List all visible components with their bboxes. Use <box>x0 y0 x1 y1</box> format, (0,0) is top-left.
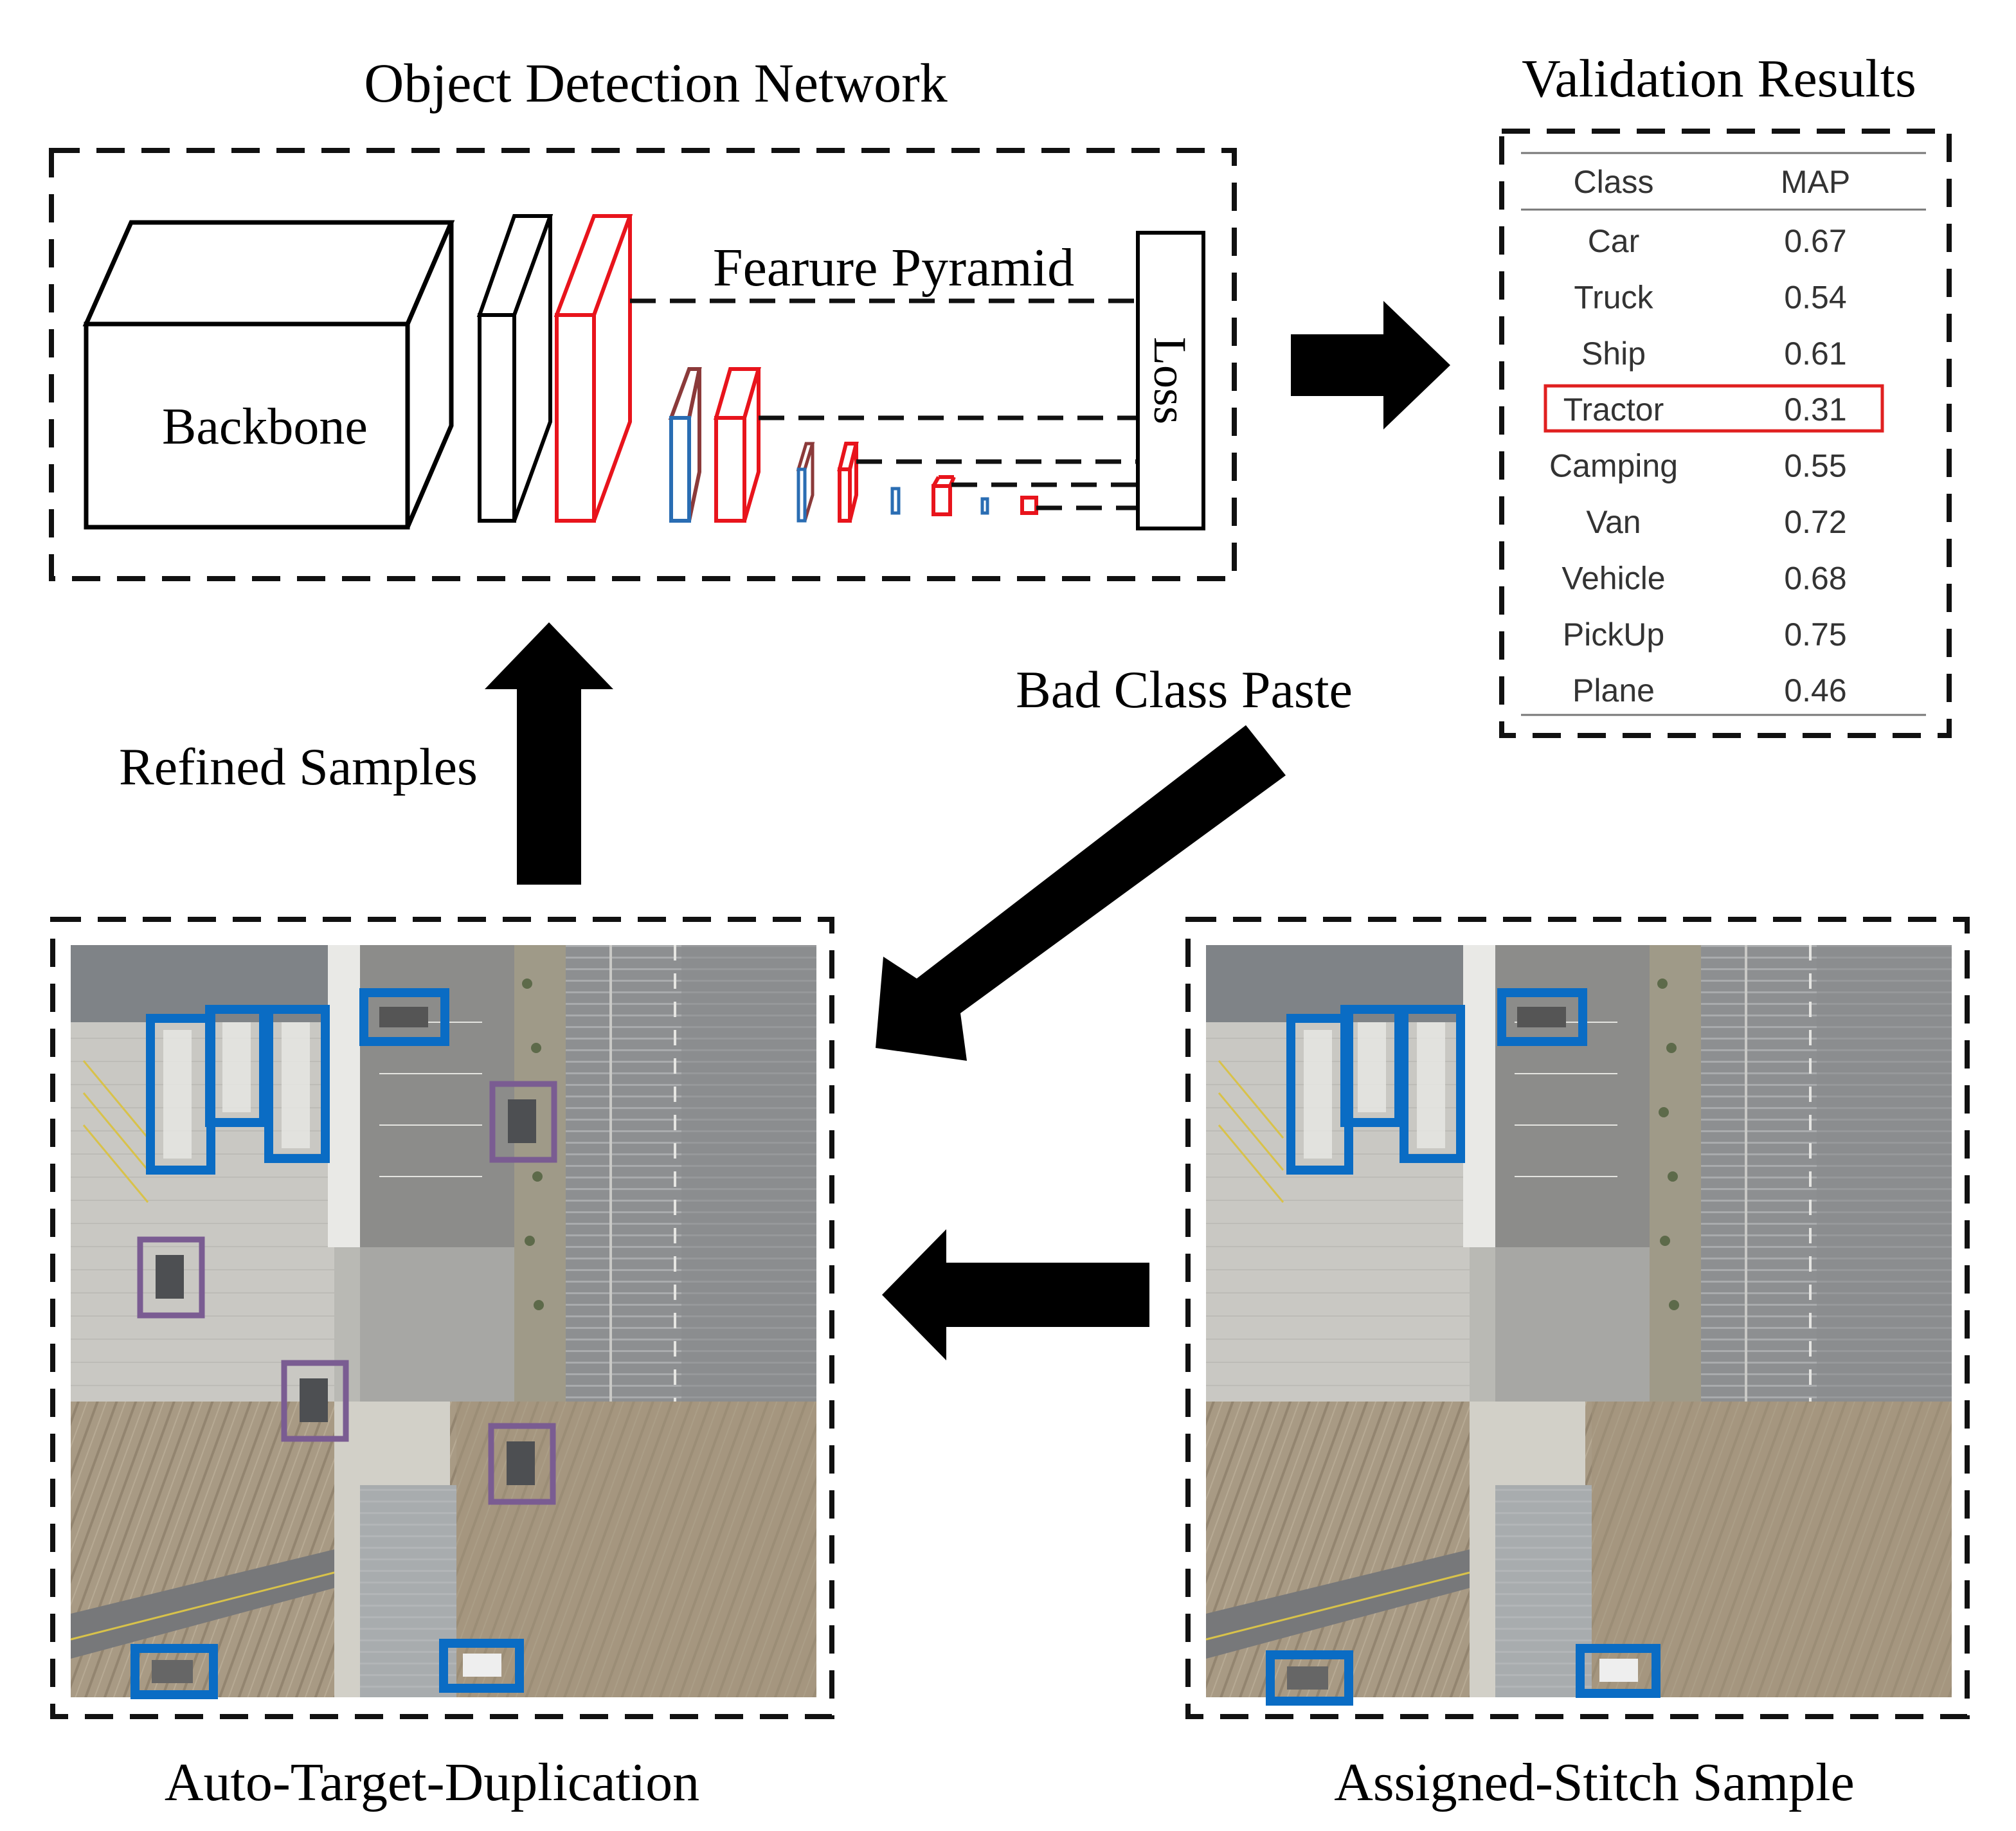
pyramid-layer-4 <box>932 475 956 516</box>
table-row: Tractor 0.31 <box>1544 384 1884 433</box>
table-row: Truck 0.54 <box>1574 279 1846 315</box>
network-frame <box>49 148 1237 581</box>
backbone-block <box>82 220 455 530</box>
table-header-class: Class <box>1573 164 1653 200</box>
arrow-down-left-icon <box>876 725 1286 1061</box>
arrow-right-icon <box>1291 301 1450 429</box>
pyramid-layer-4-blue <box>890 487 901 515</box>
table-cell-map: 0.55 <box>1784 448 1846 484</box>
table-row: Van 0.72 <box>1586 504 1846 540</box>
loss-box <box>1136 231 1205 530</box>
table-row: Plane 0.46 <box>1572 672 1847 708</box>
pyramid-layer-5 <box>1020 496 1038 515</box>
table-cell-class: Van <box>1586 504 1641 540</box>
validation-frame <box>1499 129 1952 738</box>
table-cell-class: PickUp <box>1563 617 1664 653</box>
auto-target-title: Auto-Target-Duplication <box>165 1753 699 1812</box>
assigned-stitch-title: Assigned-Stitch Sample <box>1334 1753 1855 1812</box>
bad-class-paste-label: Bad Class Paste <box>1016 660 1353 719</box>
assigned-stitch-image <box>1205 944 1953 1706</box>
backbone-label: Backbone <box>162 399 368 455</box>
table-row: Vehicle 0.68 <box>1562 560 1846 596</box>
loss-label: Loss <box>1144 337 1196 424</box>
pyramid-label: Fearure Pyramid <box>713 238 1074 298</box>
assigned-stitch-frame <box>1185 917 1970 1719</box>
table-cell-class: Camping <box>1549 448 1678 484</box>
table-header-map: MAP <box>1781 164 1850 200</box>
table-cell-class: Plane <box>1572 672 1655 708</box>
table-cell-class: Truck <box>1574 279 1653 315</box>
feature-layer-black <box>476 214 554 523</box>
table-cell-map: 0.46 <box>1784 672 1846 708</box>
pyramid-layer-5-blue <box>980 497 989 515</box>
table-cell-map: 0.54 <box>1784 279 1846 315</box>
table-cell-class: Ship <box>1581 336 1646 372</box>
highlight-box <box>1544 384 1884 433</box>
pyramid-layer-2 <box>714 367 761 523</box>
table-row: Ship 0.61 <box>1581 336 1847 372</box>
pyramid-layer-2-blue <box>668 367 702 523</box>
table-cell-map: 0.75 <box>1784 617 1846 653</box>
table-cell-class: Vehicle <box>1562 560 1665 596</box>
auto-target-image <box>69 944 818 1699</box>
auto-target-frame <box>50 917 834 1719</box>
pyramid-connectors <box>630 298 1138 510</box>
table-cell-class: Tractor <box>1563 392 1664 428</box>
table-cell-map: 0.31 <box>1784 392 1846 428</box>
arrow-left-icon <box>882 1229 1149 1360</box>
validation-title: Validation Results <box>1522 49 1916 109</box>
table-cell-map: 0.68 <box>1784 560 1846 596</box>
table-row: PickUp 0.75 <box>1563 617 1847 653</box>
pyramid-layer-3-blue <box>796 442 815 523</box>
table-cell-class: Car <box>1588 223 1640 259</box>
pyramid-layer-1 <box>554 214 633 523</box>
table-cell-map: 0.67 <box>1784 223 1846 259</box>
table-cell-map: 0.72 <box>1784 504 1846 540</box>
table-cell-map: 0.61 <box>1784 336 1846 372</box>
pyramid-layer-3 <box>837 442 859 523</box>
refined-samples-label: Refined Samples <box>119 737 478 796</box>
table-row: Camping 0.55 <box>1549 448 1847 484</box>
network-title: Object Detection Network <box>364 52 947 114</box>
arrow-up-icon <box>485 622 613 885</box>
table-row: Car 0.67 <box>1588 223 1847 259</box>
